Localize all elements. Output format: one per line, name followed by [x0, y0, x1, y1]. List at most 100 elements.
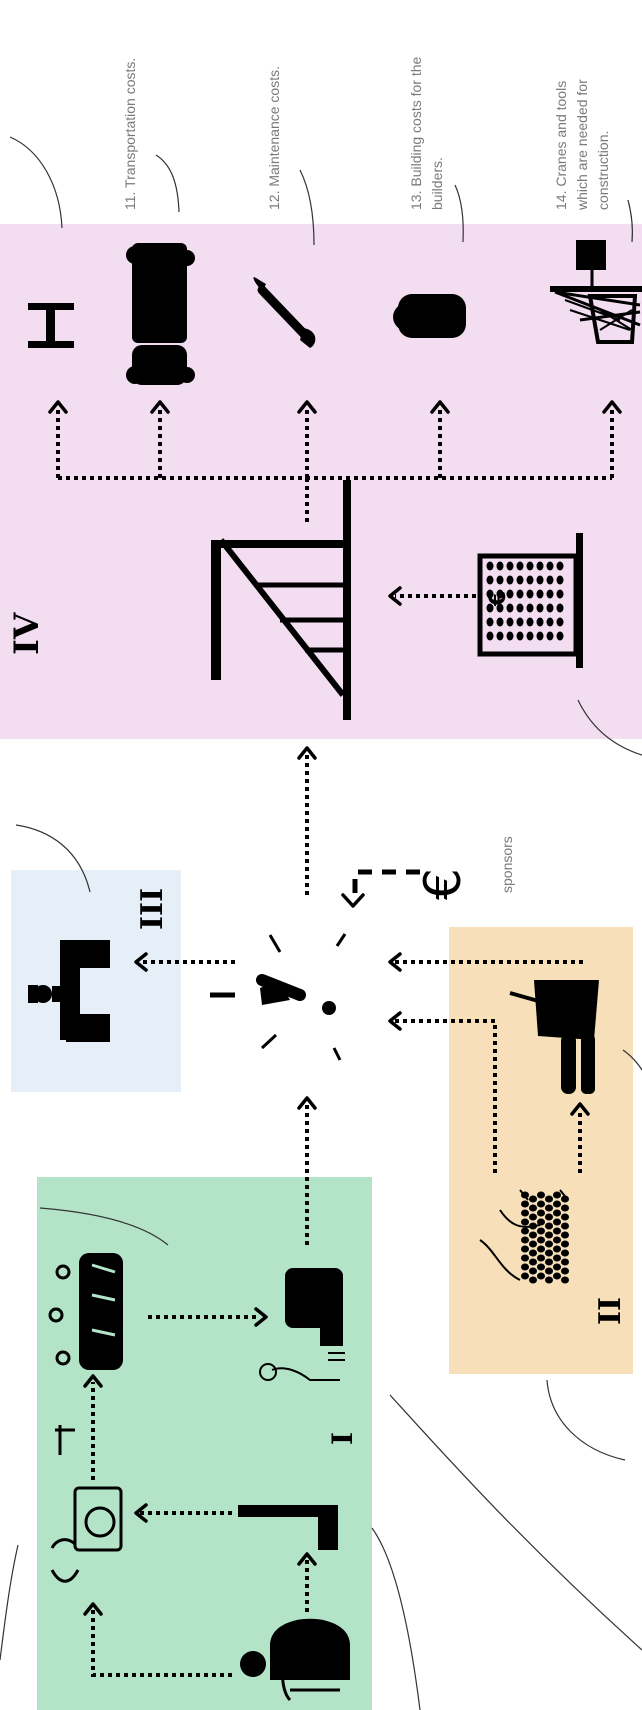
person-seated-icon	[240, 1618, 350, 1702]
note-14-line-2: which are needed for	[574, 79, 590, 211]
crowd-head	[553, 1263, 561, 1271]
crowd-head	[521, 1245, 529, 1253]
decorative-curves	[0, 136, 642, 1710]
main-arrows	[134, 746, 317, 1245]
sponsor-arrow	[341, 869, 420, 908]
crowd-head	[561, 1267, 569, 1275]
building-window	[556, 603, 564, 613]
crowd-head	[545, 1258, 553, 1266]
note-11: 11. Transportation costs.	[122, 58, 138, 210]
building-currency-symbol: €	[486, 591, 511, 607]
crowd-head	[529, 1231, 537, 1239]
building-window	[526, 631, 534, 641]
crowd-head	[553, 1245, 561, 1253]
building-window	[496, 589, 504, 599]
crowd-head	[521, 1263, 529, 1271]
building-window	[516, 631, 524, 641]
building-window	[526, 603, 534, 613]
building-window	[486, 561, 494, 571]
panel-iii-label: III	[135, 888, 170, 930]
building-window	[496, 617, 504, 627]
building-window	[516, 561, 524, 571]
crowd-head	[561, 1213, 569, 1221]
crowd-head	[553, 1218, 561, 1226]
truck-icon	[126, 243, 195, 385]
crowd-head	[553, 1254, 561, 1262]
crowd-head	[537, 1218, 545, 1226]
crowd-head	[529, 1249, 537, 1257]
building-icon: €	[477, 533, 583, 668]
building-window	[486, 617, 494, 627]
building-window	[506, 589, 514, 599]
crowd-head	[537, 1236, 545, 1244]
crowd-head	[529, 1276, 537, 1284]
crowd-head	[561, 1231, 569, 1239]
crowd-head	[537, 1200, 545, 1208]
building-window	[516, 603, 524, 613]
crowd-head	[529, 1195, 537, 1203]
crowd-head	[537, 1209, 545, 1217]
note-14: 14. Cranes and tools which are needed fo…	[553, 79, 611, 211]
building-window	[526, 589, 534, 599]
worker-machine-icon	[50, 1425, 123, 1583]
beam-icon	[28, 303, 74, 348]
building-window	[546, 575, 554, 585]
crowd-head	[521, 1236, 529, 1244]
note-13-line-1: 13. Building costs for the	[408, 56, 424, 210]
crowd-head	[529, 1258, 537, 1266]
crowd-head	[561, 1222, 569, 1230]
crowd-head	[537, 1254, 545, 1262]
panel-i-arrows	[83, 1307, 317, 1677]
crane-icon	[550, 240, 642, 344]
staircase-icon	[211, 480, 351, 720]
building-window	[536, 617, 544, 627]
building-window	[526, 561, 534, 571]
crowd-head	[545, 1222, 553, 1230]
crowd-head	[561, 1204, 569, 1212]
building-window	[546, 561, 554, 571]
crowd-head	[553, 1272, 561, 1280]
crowd-head	[545, 1240, 553, 1248]
crowd-head	[545, 1195, 553, 1203]
crowd-head	[553, 1209, 561, 1217]
crowd-head	[537, 1245, 545, 1253]
people-group-icon	[48, 1253, 123, 1370]
building-window	[506, 575, 514, 585]
building-window	[546, 603, 554, 613]
drink-cup-icon	[509, 980, 599, 1040]
building-window	[526, 575, 534, 585]
crowd-head	[545, 1276, 553, 1284]
building-window	[506, 603, 514, 613]
crowd-head	[561, 1276, 569, 1284]
building-window	[486, 631, 494, 641]
crowd-head	[553, 1227, 561, 1235]
crowd-head	[561, 1249, 569, 1257]
building-window	[526, 617, 534, 627]
exclamation-burst-icon	[210, 933, 347, 1061]
crowd-head	[529, 1213, 537, 1221]
crowd-icon	[479, 1189, 569, 1284]
crowd-head	[521, 1272, 529, 1280]
building-window	[496, 631, 504, 641]
building-window	[536, 589, 544, 599]
building-window	[506, 631, 514, 641]
wrench-icon	[253, 277, 316, 348]
crowd-head	[545, 1267, 553, 1275]
building-window	[506, 617, 514, 627]
panel-iii-background	[11, 870, 181, 1092]
desk-icon	[238, 1505, 338, 1550]
crowd-head	[553, 1191, 561, 1199]
crowd-head	[529, 1240, 537, 1248]
crowd-head	[553, 1236, 561, 1244]
building-window	[556, 575, 564, 585]
crowd-head	[537, 1272, 545, 1280]
crowd-head	[529, 1204, 537, 1212]
building-window	[486, 589, 494, 599]
note-14-line-1: 14. Cranes and tools	[553, 81, 569, 210]
crowd-head	[545, 1231, 553, 1239]
note-12-text: 12. Maintenance costs.	[266, 66, 282, 210]
crowd-head	[521, 1227, 529, 1235]
crowd-head	[529, 1267, 537, 1275]
crowd-head	[553, 1200, 561, 1208]
panel-ii-arrows	[388, 952, 590, 1173]
